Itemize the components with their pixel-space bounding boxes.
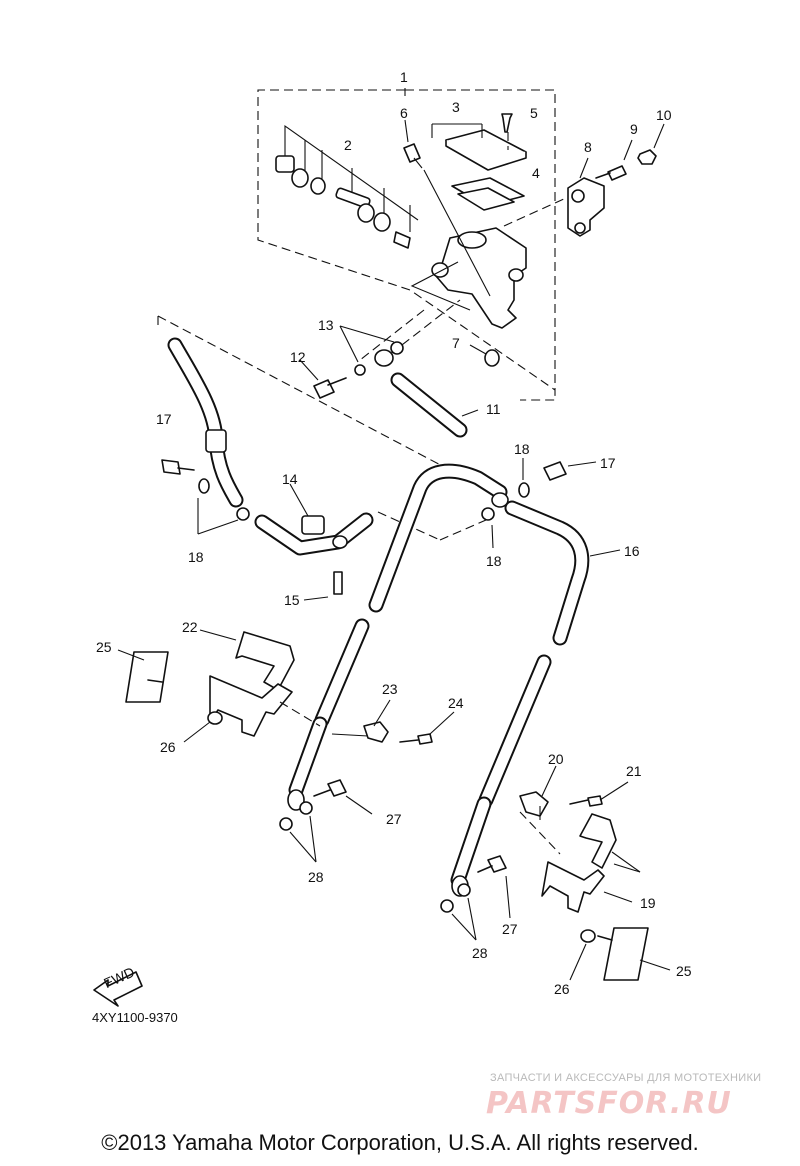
callout-12: 12 bbox=[290, 349, 306, 365]
callout-25-right: 25 bbox=[676, 963, 692, 979]
callout-18-right: 18 bbox=[486, 553, 502, 569]
callout-6: 6 bbox=[400, 105, 408, 121]
watermark-tagline: ЗАПЧАСТИ И АКСЕССУАРЫ ДЛЯ МОТОТЕХНИКИ bbox=[490, 1072, 762, 1084]
callout-16: 16 bbox=[624, 543, 640, 559]
callout-11: 11 bbox=[486, 401, 501, 417]
callout-17-left: 17 bbox=[156, 411, 172, 427]
callout-18-left: 18 bbox=[188, 549, 204, 565]
left-brake-hose bbox=[167, 337, 244, 508]
holder-clamp-parts bbox=[503, 123, 665, 237]
callout-25-left: 25 bbox=[96, 639, 112, 655]
callout-3: 3 bbox=[452, 99, 460, 115]
union-bolts bbox=[161, 458, 597, 549]
callout-19: 19 bbox=[640, 895, 656, 911]
callout-23: 23 bbox=[382, 681, 398, 697]
left-caliper-union bbox=[279, 779, 373, 863]
right-caliper-union bbox=[440, 855, 511, 941]
callout-21: 21 bbox=[626, 763, 642, 779]
callout-14: 14 bbox=[282, 471, 298, 487]
callout-22: 22 bbox=[182, 619, 198, 635]
assembly-boundary bbox=[257, 88, 556, 401]
callout-13: 13 bbox=[318, 317, 334, 333]
hose-joint bbox=[254, 483, 487, 601]
callout-26-left: 26 bbox=[160, 739, 176, 755]
callout-5: 5 bbox=[530, 105, 538, 121]
callout-4: 4 bbox=[532, 165, 540, 181]
callout-labels: 1 2 3 4 5 6 7 8 9 10 11 12 13 14 15 16 1… bbox=[96, 69, 692, 997]
callout-27-right: 27 bbox=[502, 921, 518, 937]
reservoir-cap-parts bbox=[431, 113, 527, 211]
callout-1: 1 bbox=[400, 69, 408, 85]
main-brake-hoses bbox=[287, 463, 621, 897]
callout-17-right: 17 bbox=[600, 455, 616, 471]
callout-27-left: 27 bbox=[386, 811, 402, 827]
watermark-logo: PARTSFOR.RU bbox=[486, 1086, 732, 1121]
upper-banjo-parts bbox=[157, 299, 479, 471]
copyright-notice: ©2013 Yamaha Motor Corporation, U.S.A. A… bbox=[101, 1130, 699, 1155]
callout-10: 10 bbox=[656, 107, 672, 123]
callout-18-top: 18 bbox=[514, 441, 530, 457]
fwd-arrow-icon: FWD bbox=[93, 964, 143, 1007]
callout-24: 24 bbox=[448, 695, 464, 711]
catalog-code: 4XY1100-9370 bbox=[92, 1010, 178, 1025]
callout-8: 8 bbox=[584, 139, 592, 155]
callout-28-left: 28 bbox=[308, 869, 324, 885]
right-hose-holder bbox=[519, 765, 671, 981]
left-hose-holder bbox=[117, 629, 455, 745]
bleed-screw-parts bbox=[403, 119, 500, 367]
callout-15: 15 bbox=[284, 592, 300, 608]
callout-2: 2 bbox=[344, 137, 352, 153]
callout-28-right: 28 bbox=[472, 945, 488, 961]
master-cylinder-body bbox=[410, 227, 527, 329]
callout-7: 7 bbox=[452, 335, 460, 351]
callout-20: 20 bbox=[548, 751, 564, 767]
callout-9: 9 bbox=[630, 121, 638, 137]
piston-kit-drawing bbox=[275, 124, 419, 249]
callout-26-right: 26 bbox=[554, 981, 570, 997]
